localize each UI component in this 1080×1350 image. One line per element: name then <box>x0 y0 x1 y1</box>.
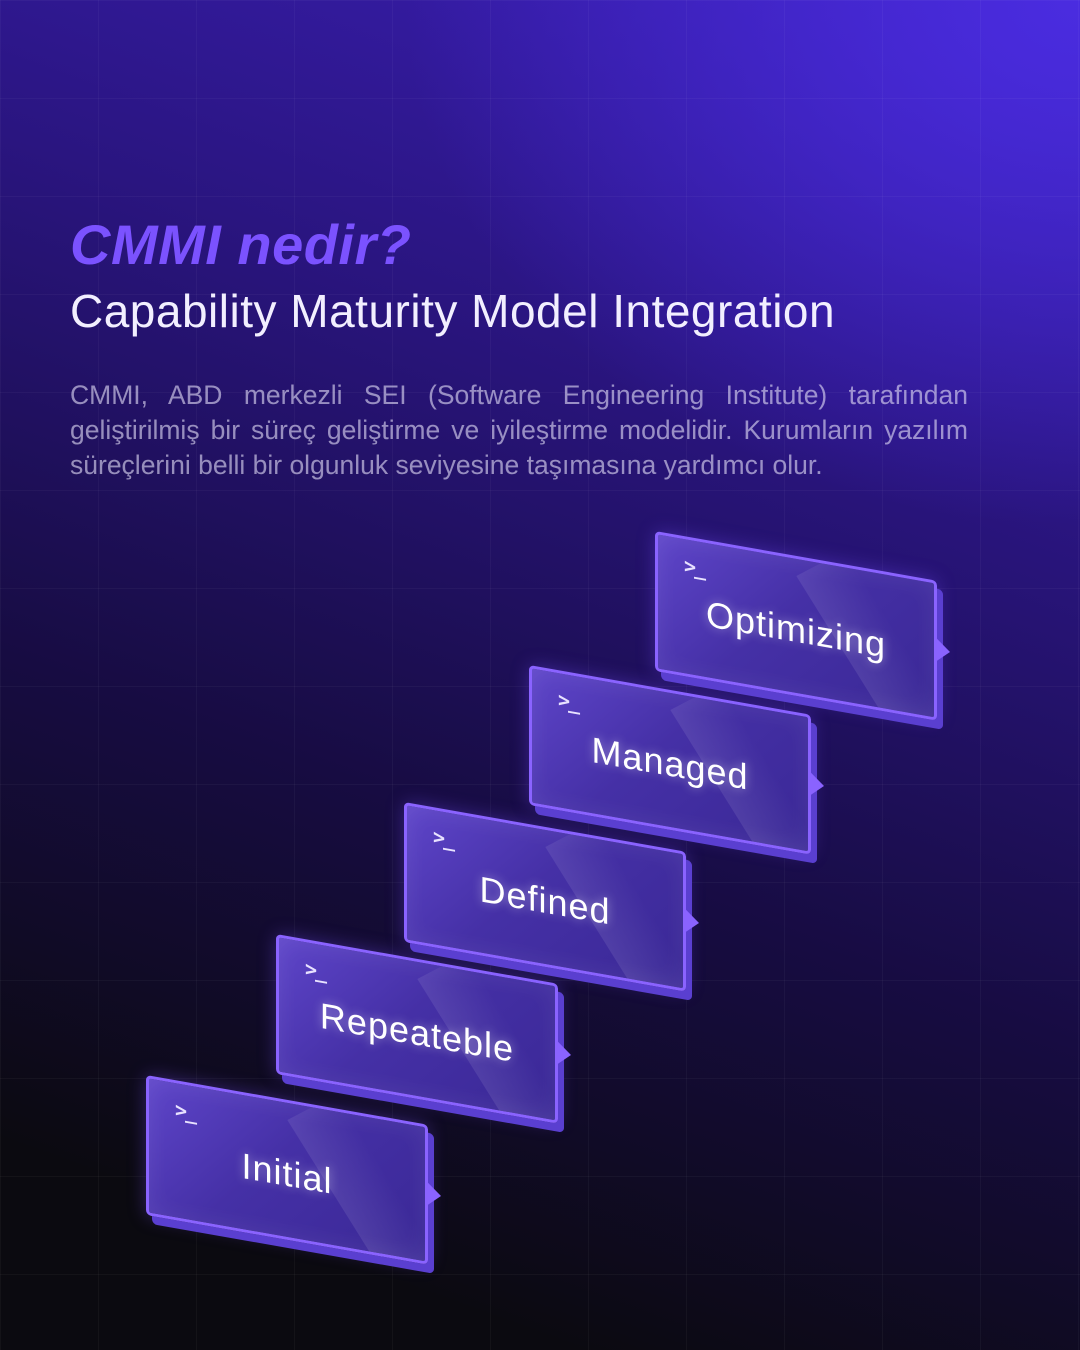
terminal-prompt-icon: >_ <box>558 687 579 715</box>
level-card: >_ Initial <box>146 1075 428 1265</box>
page-subtitle: Capability Maturity Model Integration <box>70 285 836 337</box>
level-step-managed: >_ Managed <box>529 665 824 855</box>
level-label: Optimizing <box>705 592 887 666</box>
level-label: Repeateble <box>319 994 515 1070</box>
terminal-prompt-icon: >_ <box>305 956 326 984</box>
speech-tail <box>811 772 824 798</box>
level-step-optimizing: >_ Optimizing <box>655 531 950 721</box>
speech-tail <box>937 638 950 664</box>
level-step-repeateble: >_ Repeateble <box>276 934 571 1124</box>
speech-tail <box>558 1041 571 1067</box>
level-label: Managed <box>591 729 749 798</box>
terminal-prompt-icon: >_ <box>175 1097 196 1125</box>
level-step-initial: >_ Initial <box>146 1075 441 1265</box>
terminal-prompt-icon: >_ <box>684 553 705 581</box>
level-label: Defined <box>479 868 611 933</box>
page-title: CMMI nedir? <box>70 213 412 276</box>
level-card: >_ Repeateble <box>276 934 558 1124</box>
level-label: Initial <box>241 1144 333 1202</box>
terminal-prompt-icon: >_ <box>433 824 454 852</box>
speech-tail <box>428 1182 441 1208</box>
level-card: >_ Managed <box>529 665 811 855</box>
speech-tail <box>686 909 699 935</box>
description-text: CMMI, ABD merkezli SEI (Software Enginee… <box>70 380 968 480</box>
level-card: >_ Optimizing <box>655 531 937 721</box>
